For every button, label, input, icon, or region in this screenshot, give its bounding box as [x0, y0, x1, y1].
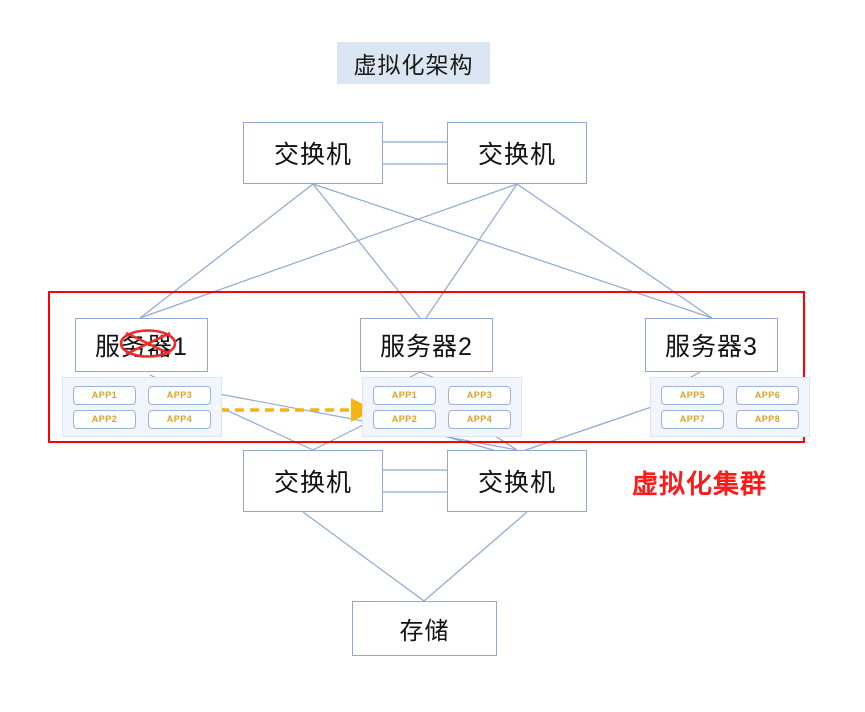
app-panel-server-2: APP1 APP3 APP2 APP4: [362, 377, 522, 437]
cluster-caption-label: 虚拟化集群: [632, 469, 768, 499]
app-chip[interactable]: APP7: [661, 409, 724, 429]
app-chip[interactable]: APP2: [373, 409, 436, 429]
app-chip[interactable]: APP3: [448, 385, 511, 405]
app-chip[interactable]: APP2: [73, 409, 136, 429]
app-chip[interactable]: APP3: [148, 385, 211, 405]
app-panel-server-3: APP5 APP6 APP7 APP8: [650, 377, 810, 437]
server-node-1[interactable]: 服务器1: [75, 318, 208, 372]
server-node-3[interactable]: 服务器3: [645, 318, 778, 372]
switch-top-left[interactable]: 交换机: [243, 122, 383, 184]
app-chip[interactable]: APP4: [448, 409, 511, 429]
server-node-2[interactable]: 服务器2: [360, 318, 493, 372]
app-chip[interactable]: APP8: [736, 409, 799, 429]
app-chip[interactable]: APP1: [73, 385, 136, 405]
page-title: 虚拟化架构: [337, 42, 490, 84]
switch-top-right[interactable]: 交换机: [447, 122, 587, 184]
switch-bottom-left[interactable]: 交换机: [243, 450, 383, 512]
app-panel-server-1: APP1 APP3 APP2 APP4: [62, 377, 222, 437]
app-chip[interactable]: APP1: [373, 385, 436, 405]
switch-bottom-right[interactable]: 交换机: [447, 450, 587, 512]
app-chip[interactable]: APP5: [661, 385, 724, 405]
storage-node[interactable]: 存储: [352, 601, 497, 656]
app-chip[interactable]: APP6: [736, 385, 799, 405]
app-chip[interactable]: APP4: [148, 409, 211, 429]
